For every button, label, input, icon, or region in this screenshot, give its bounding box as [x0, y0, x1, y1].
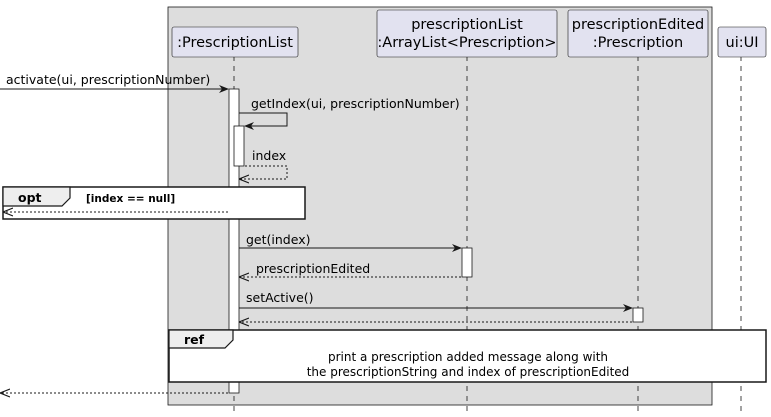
- message-index-return-label: index: [252, 148, 286, 163]
- participant-prescription-list-label: :PrescriptionList: [177, 35, 293, 51]
- message-set-active-label: setActive(): [246, 290, 314, 305]
- opt-fragment: opt [index == null]: [2, 186, 306, 220]
- message-get-label: get(index): [246, 232, 310, 247]
- message-activate-label: activate(ui, prescriptionNumber): [6, 72, 210, 87]
- opt-fragment-guard: [index == null]: [86, 193, 175, 205]
- message-get: get(index): [239, 232, 462, 252]
- ref-fragment-title: ref: [184, 332, 205, 347]
- message-set-active: setActive(): [239, 290, 633, 312]
- participant-array-list-type: :ArrayList<Prescription>: [377, 35, 556, 51]
- ref-fragment-line-1: print a prescription added message along…: [328, 350, 608, 364]
- participant-ui-label: ui:UI: [726, 35, 759, 51]
- ref-fragment-line-2: the prescriptionString and index of pres…: [307, 365, 630, 379]
- activation-bar-get-index: [233, 125, 245, 167]
- message-get-index: getIndex(ui, prescriptionNumber): [239, 96, 460, 130]
- participant-prescription-edited-type: :Prescription: [593, 35, 683, 51]
- participant-array-list: prescriptionList :ArrayList<Prescription…: [376, 9, 558, 58]
- participant-prescription-list: :PrescriptionList: [171, 26, 299, 58]
- message-prescription-edited-return-label: prescriptionEdited: [256, 261, 370, 276]
- activation-bar-prescription-edited: [632, 307, 644, 323]
- ref-fragment: ref print a prescription added message a…: [168, 329, 767, 383]
- participant-ui: ui:UI: [717, 26, 767, 58]
- message-index-return: index: [240, 148, 288, 179]
- message-get-index-label: getIndex(ui, prescriptionNumber): [251, 96, 460, 111]
- message-activate: activate(ui, prescriptionNumber): [0, 72, 229, 93]
- participant-prescription-edited-name: prescriptionEdited: [572, 17, 704, 33]
- activation-bar-prescription-list: [228, 88, 240, 394]
- opt-fragment-title: opt: [18, 190, 42, 205]
- participant-prescription-edited: prescriptionEdited :Prescription: [567, 9, 709, 58]
- participant-array-list-name: prescriptionList: [411, 17, 523, 33]
- message-prescription-edited-return: prescriptionEdited: [240, 261, 461, 277]
- activation-bar-array-list: [461, 247, 473, 278]
